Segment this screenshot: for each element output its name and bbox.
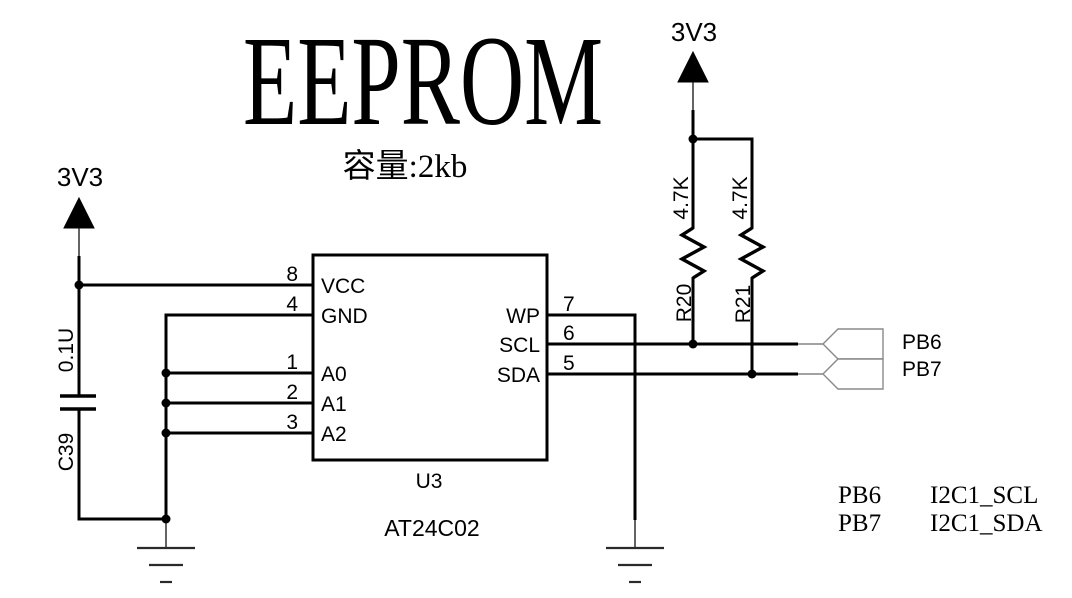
capacitor-value: 0.1U [55, 328, 78, 372]
pin-name-a2: A2 [321, 423, 347, 446]
capacitor-c39: 0.1U C39 [55, 328, 96, 471]
power-flag-right: 3V3 [671, 17, 717, 112]
resistor-value: 4.7K [729, 176, 752, 219]
junction-dot [688, 134, 698, 144]
ground-symbol-left [137, 519, 195, 584]
pin-name-wp: WP [506, 305, 540, 328]
pin-name-scl: SCL [499, 334, 540, 357]
pin-number-3: 3 [286, 411, 298, 434]
wire-3v3-to-r21 [693, 137, 754, 229]
junction-dot [74, 280, 84, 290]
resistor-value: 4.7K [670, 176, 693, 219]
capacitor-refdes: C39 [55, 433, 78, 472]
junction-dot [161, 368, 171, 378]
wire-wp [547, 313, 637, 520]
resistor-refdes: R20 [673, 284, 696, 323]
power-net-label: 3V3 [671, 17, 717, 47]
junction-dot [747, 369, 757, 379]
pin-number-8: 8 [286, 263, 298, 286]
schematic-title: EEPROM [243, 10, 603, 152]
pin-number-7: 7 [563, 293, 575, 316]
net-table: PB6 I2C1_SCL PB7 I2C1_SDA [838, 482, 1043, 537]
net-table-signal: I2C1_SDA [930, 510, 1043, 537]
net-table-signal: I2C1_SCL [930, 482, 1038, 509]
pin-name-a1: A1 [321, 393, 347, 416]
pin-number-5: 5 [563, 352, 575, 375]
port-label: PB7 [902, 358, 942, 381]
pin-name-gnd: GND [321, 305, 368, 328]
pin-number-1: 1 [286, 351, 298, 374]
ic-part-number: AT24C02 [384, 515, 479, 541]
pin-number-2: 2 [286, 381, 298, 404]
pin-name-vcc: VCC [321, 275, 365, 298]
resistor-refdes: R21 [732, 285, 755, 324]
junction-dot [161, 514, 171, 524]
resistor-zigzag [678, 226, 708, 280]
wire-cap-to-gnd [77, 409, 166, 521]
junction-dot [688, 339, 698, 349]
resistor-zigzag [737, 226, 767, 280]
net-table-pin: PB7 [838, 510, 881, 537]
pin-name-sda: SDA [497, 364, 540, 387]
ic-refdes: U3 [416, 470, 443, 493]
resistor-r21: 4.7K R21 [729, 176, 767, 324]
port-shape-icon [822, 328, 884, 360]
wire-gnd-bus [164, 313, 313, 519]
ic-u3: VCC GND A0 A1 A2 WP SCL SDA 8 4 1 2 3 7 … [286, 253, 575, 541]
ic-body [311, 253, 549, 462]
power-triangle-icon [63, 196, 95, 229]
port-shape-icon [822, 358, 884, 390]
schematic-subtitle: 容量:2kb [343, 148, 468, 185]
port-pb7: PB7 [822, 358, 942, 390]
resistor-r20: 4.7K R20 [670, 176, 708, 323]
pin-name-a0: A0 [321, 363, 347, 386]
pin-number-6: 6 [563, 322, 575, 345]
net-table-pin: PB6 [838, 482, 881, 509]
ground-symbol-right [606, 520, 664, 584]
power-net-label: 3V3 [57, 162, 103, 192]
port-label: PB6 [902, 331, 942, 354]
power-triangle-icon [677, 50, 709, 83]
port-pb6: PB6 [822, 328, 942, 360]
junction-dot [161, 398, 171, 408]
pin-number-4: 4 [286, 293, 298, 316]
junction-dot [161, 428, 171, 438]
power-flag-left: 3V3 [57, 162, 103, 258]
